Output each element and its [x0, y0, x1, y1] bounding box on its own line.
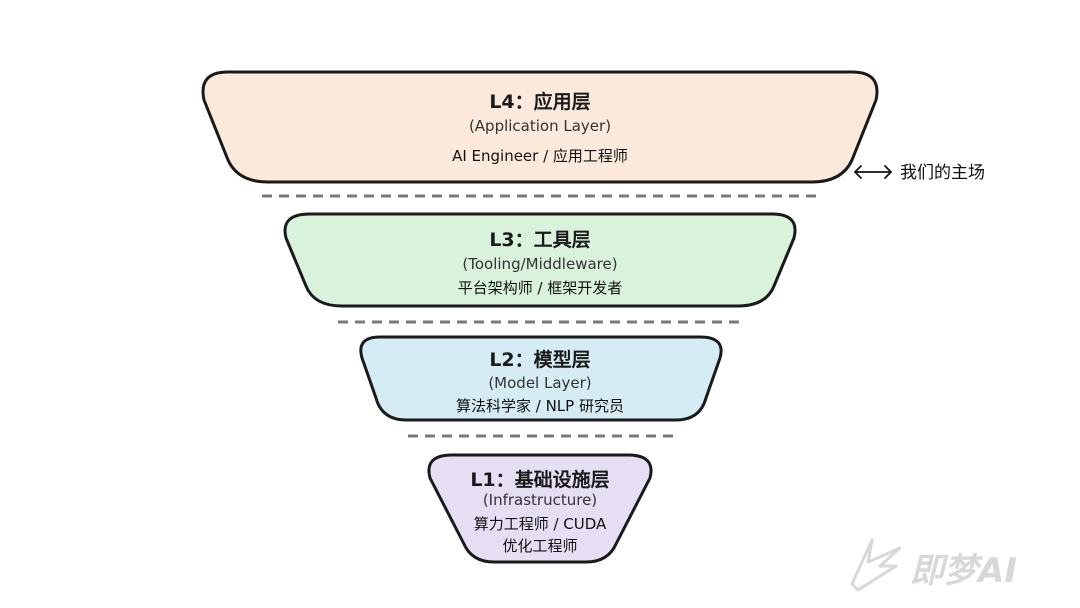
spark-logo-icon	[850, 538, 902, 592]
layer-l1-role-2: 优化工程师	[502, 537, 577, 555]
watermark: 即梦AI	[850, 538, 1017, 592]
layer-l3-title: L3：工具层	[489, 229, 590, 251]
layer-l2-role: 算法科学家 / NLP 研究员	[456, 397, 624, 415]
layer-l1-title: L1：基础设施层	[470, 468, 609, 491]
layer-l2-subtitle: (Model Layer)	[488, 374, 591, 392]
layer-l1-role-1: 算力工程师 / CUDA	[474, 515, 607, 533]
layer-l3-subtitle: (Tooling/Middleware)	[462, 255, 617, 273]
double-arrow-icon	[854, 165, 892, 179]
layer-l2: L2：模型层 (Model Layer) 算法科学家 / NLP 研究员	[359, 335, 723, 422]
layer-l4-subtitle: (Application Layer)	[469, 117, 611, 135]
layer-l4: L4：应用层 (Application Layer) AI Engineer /…	[201, 70, 879, 184]
layer-l4-shape	[201, 70, 879, 184]
side-note: 我们的主场	[854, 163, 985, 183]
layer-l4-title: L4：应用层	[489, 90, 590, 113]
layer-l2-title: L2：模型层	[489, 348, 590, 371]
layer-l1-subtitle: (Infrastructure)	[483, 491, 597, 509]
layer-l3: L3：工具层 (Tooling/Middleware) 平台架构师 / 框架开发…	[283, 212, 797, 308]
layer-l3-role: 平台架构师 / 框架开发者	[458, 279, 623, 297]
layer-l3-shape	[283, 212, 797, 308]
layer-l4-role: AI Engineer / 应用工程师	[452, 147, 628, 165]
layer-l1-shape	[427, 453, 653, 564]
layer-l2-shape	[359, 335, 723, 422]
side-note-text: 我们的主场	[900, 163, 985, 183]
watermark-text: 即梦AI	[910, 551, 1017, 591]
layer-l1: L1：基础设施层 (Infrastructure) 算力工程师 / CUDA 优…	[427, 453, 653, 564]
